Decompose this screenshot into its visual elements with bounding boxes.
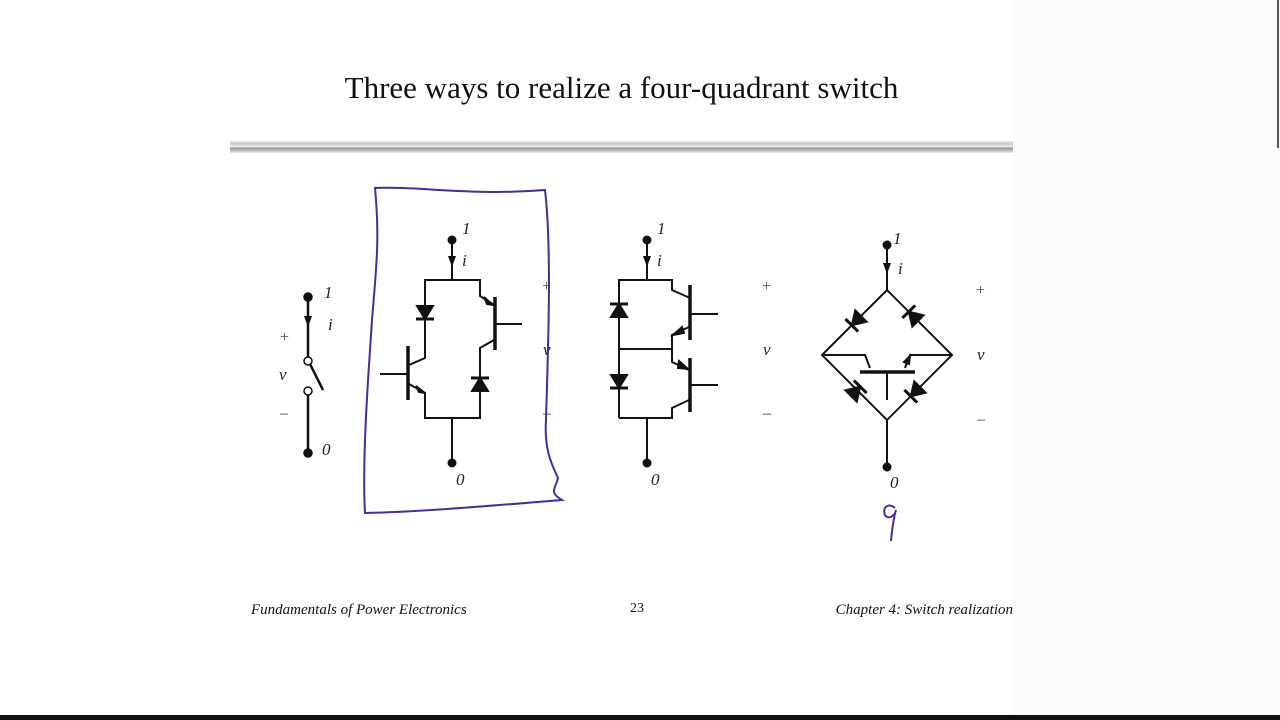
- terminal-0-label: 0: [456, 470, 465, 489]
- voltage-label: v: [977, 345, 985, 364]
- common-emitter-circuit: [608, 235, 718, 468]
- bottom-bar: [0, 715, 1280, 720]
- voltage-label: v: [763, 340, 771, 359]
- plus-label: +: [762, 278, 771, 295]
- terminal-0-label: 0: [651, 470, 660, 489]
- ideal-switch-circuit: [303, 292, 325, 458]
- slide: [0, 0, 1013, 716]
- slide-title: Three ways to realize a four-quadrant sw…: [344, 70, 899, 105]
- antiparallel-circuit: [380, 235, 522, 468]
- terminal-0-label: 0: [890, 473, 899, 492]
- handwritten-q-mark: [883, 504, 897, 542]
- footer-chapter: Chapter 4: Switch realization: [835, 602, 1013, 618]
- voltage-label: v: [279, 365, 287, 384]
- minus-label: –: [976, 411, 986, 428]
- minus-label: –: [762, 405, 772, 422]
- terminal-0-label: 0: [322, 440, 331, 459]
- current-label: i: [657, 251, 662, 270]
- terminal-1-label: 1: [893, 229, 902, 248]
- current-label: i: [898, 259, 903, 278]
- plus-label: +: [280, 329, 289, 346]
- window-edge: [1277, 0, 1279, 148]
- terminal-1-label: 1: [657, 219, 666, 238]
- plus-label: +: [976, 282, 985, 299]
- diode-bridge-circuit: [820, 240, 954, 472]
- footer-book-title: Fundamentals of Power Electronics: [251, 602, 467, 618]
- page-number: 23: [630, 601, 644, 616]
- current-label: i: [462, 251, 467, 270]
- terminal-1-label: 1: [462, 219, 471, 238]
- title-divider: [230, 141, 1013, 153]
- terminal-1-label: 1: [324, 283, 333, 302]
- plus-label: +: [542, 278, 551, 295]
- handwritten-highlight-box: [363, 186, 566, 515]
- minus-label: –: [279, 405, 289, 422]
- current-label: i: [328, 315, 333, 334]
